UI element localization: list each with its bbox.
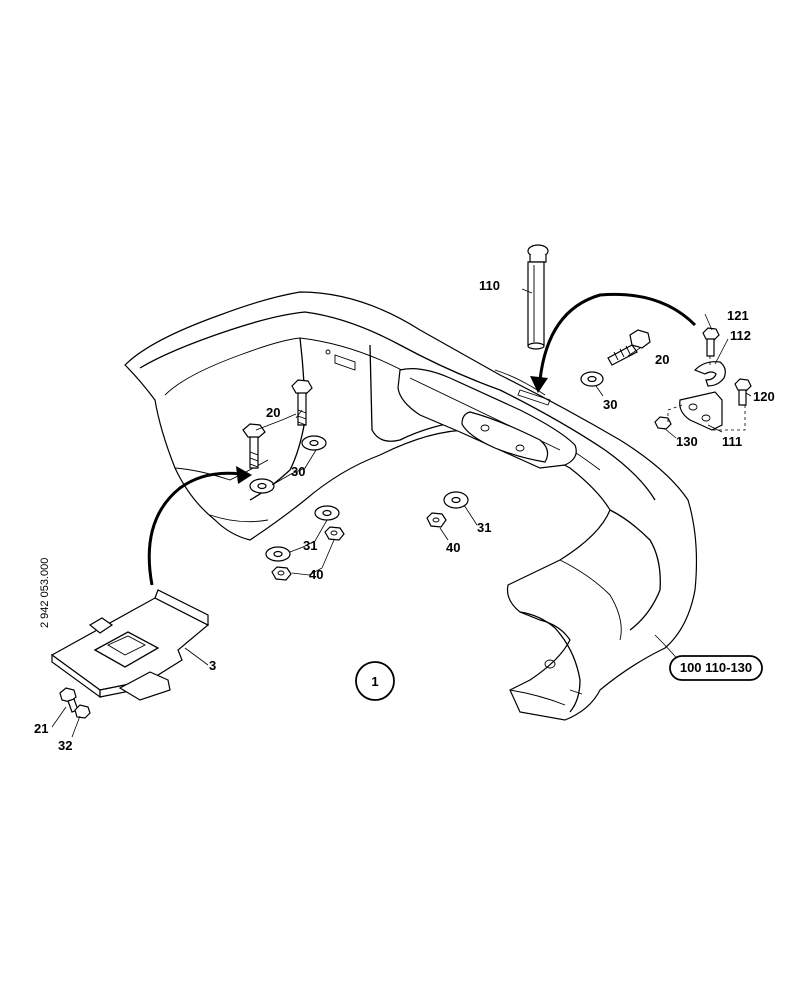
callout-30-right: 30 <box>603 397 617 412</box>
leader-lines <box>51 288 752 738</box>
callout-20-right: 20 <box>655 352 669 367</box>
callout-3: 3 <box>209 658 216 673</box>
callout-32: 32 <box>58 738 72 753</box>
view-number-marker: 1 <box>355 661 395 701</box>
bolt-21 <box>59 687 79 713</box>
bolt-120 <box>734 378 752 406</box>
arrow-latch-to-body <box>538 292 697 381</box>
washer-30-right <box>580 371 604 387</box>
callout-30-left: 30 <box>291 464 305 479</box>
callout-40-right: 40 <box>446 540 460 555</box>
callout-21: 21 <box>34 721 48 736</box>
nut-40-left-b <box>324 526 345 541</box>
assembly-reference-pill: 100 110-130 <box>669 655 763 681</box>
nut-40-right <box>426 512 447 528</box>
callout-31-right: 31 <box>477 520 491 535</box>
latch-hook-112 <box>693 361 726 387</box>
bracket-111 <box>679 391 723 431</box>
view-number: 1 <box>371 674 378 689</box>
callout-121: 121 <box>727 308 749 323</box>
washer-31-left-b <box>314 505 340 521</box>
callout-31-left: 31 <box>303 538 317 553</box>
bolt-20-right <box>607 329 651 366</box>
nut-40-left-a <box>271 566 292 581</box>
drawing-reference: 2 942 053.000 <box>39 558 51 628</box>
pin-110 <box>527 244 549 350</box>
callout-110: 110 <box>479 278 500 293</box>
nut-32 <box>74 704 91 719</box>
plate-3 <box>50 589 210 701</box>
assembly-reference: 100 110-130 <box>680 660 752 675</box>
arrow-head-plate <box>236 466 252 484</box>
washer-31-left-a <box>265 546 291 562</box>
washer-30-left-a <box>249 478 275 494</box>
counterweight-body <box>124 291 698 721</box>
assembly-dash-line <box>667 356 746 431</box>
bolt-20-left-b <box>291 379 313 426</box>
arrow-head-latch <box>530 376 548 393</box>
washer-31-right <box>443 491 469 509</box>
bolt-20-left-a <box>242 423 266 469</box>
callout-40-left: 40 <box>309 567 323 582</box>
callout-20-left: 20 <box>266 405 280 420</box>
washer-30-left-b <box>301 435 327 451</box>
arrow-plate-to-body <box>147 471 241 586</box>
nut-130 <box>654 416 672 430</box>
bolt-121 <box>702 327 720 357</box>
callout-111: 111 <box>722 434 742 449</box>
callout-112: 112 <box>730 328 751 343</box>
callout-120: 120 <box>753 389 775 404</box>
callout-130: 130 <box>676 434 698 449</box>
